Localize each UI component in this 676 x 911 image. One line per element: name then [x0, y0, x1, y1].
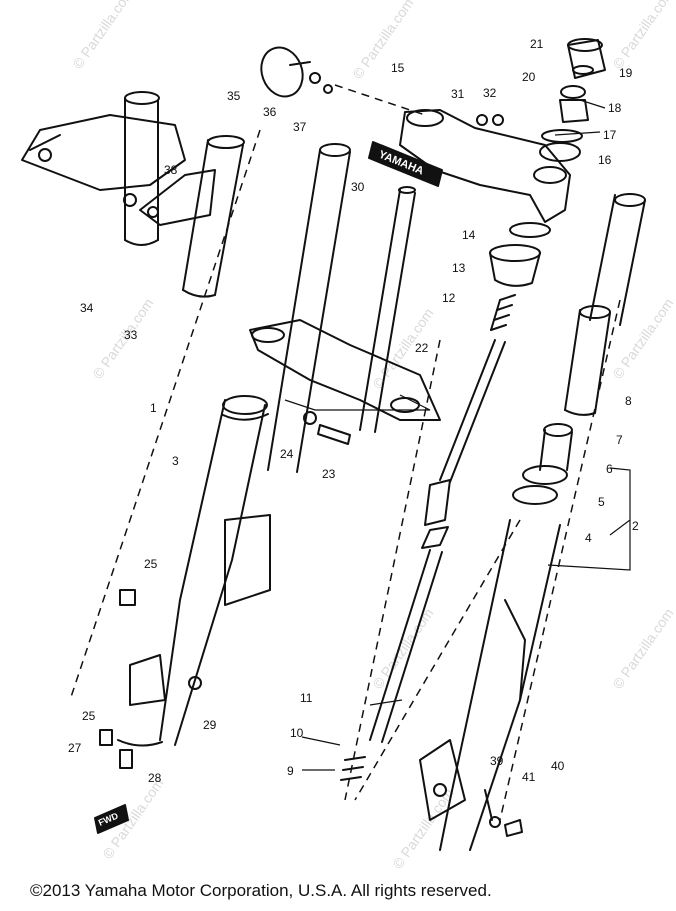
callout-2: 2	[632, 519, 639, 533]
watermark: © Partzilla.com	[609, 0, 676, 72]
steering-parts-stack	[539, 38, 606, 162]
callout-35: 35	[227, 89, 241, 103]
callout-25: 25	[144, 557, 158, 571]
hardware-bolts	[99, 411, 523, 837]
dust-seal-right	[564, 305, 611, 416]
callout-27: 27	[68, 741, 82, 755]
copyright-notice: ©2013 Yamaha Motor Corporation, U.S.A. A…	[30, 881, 492, 900]
callout-22: 22	[415, 341, 429, 355]
callout-41: 41	[522, 770, 536, 784]
callout-30: 30	[351, 180, 365, 194]
fork-spring-upper	[490, 294, 516, 331]
reflector-cap	[260, 46, 333, 98]
callout-23: 23	[322, 467, 336, 481]
callout-31: 31	[451, 87, 465, 101]
headlight-stay-right	[139, 135, 245, 298]
leader-lines	[284, 99, 631, 771]
callout-3: 3	[172, 454, 179, 468]
outer-tube-right	[419, 423, 573, 851]
watermark: © Partzilla.com	[609, 605, 676, 691]
damper-rod	[369, 339, 506, 743]
callout-32: 32	[483, 86, 497, 100]
watermark: © Partzilla.com	[89, 295, 156, 381]
callout-15: 15	[391, 61, 405, 75]
callout-34: 34	[80, 301, 94, 315]
callout-36: 36	[263, 105, 277, 119]
callout-7: 7	[616, 433, 623, 447]
headlight-stay-left	[21, 91, 186, 246]
callout-8: 8	[625, 394, 632, 408]
callout-38: 38	[164, 163, 178, 177]
callout-17: 17	[603, 128, 617, 142]
fork-spring-lower	[340, 756, 366, 781]
callout-40: 40	[551, 759, 565, 773]
watermark: © Partzilla.com	[389, 785, 456, 871]
outer-tube-left	[117, 395, 271, 747]
watermark: © Partzilla.com	[69, 0, 136, 72]
callout-12: 12	[442, 291, 456, 305]
callout-13: 13	[452, 261, 466, 275]
callout-16: 16	[598, 153, 612, 167]
callout-14: 14	[462, 228, 476, 242]
callout-25-lower: 25	[82, 709, 96, 723]
callout-9: 9	[287, 764, 294, 778]
inner-tube-right	[589, 193, 646, 326]
alignment-lines	[69, 84, 621, 821]
callout-24: 24	[280, 447, 294, 461]
callout-39: 39	[490, 754, 504, 768]
watermark: © Partzilla.com	[349, 0, 416, 82]
steering-stem	[249, 186, 441, 433]
callout-5: 5	[598, 495, 605, 509]
callout-1: 1	[150, 401, 157, 415]
watermarks: © Partzilla.com © Partzilla.com © Partzi…	[69, 0, 676, 872]
callout-37: 37	[293, 120, 307, 134]
callout-33: 33	[124, 328, 138, 342]
fwd-indicator: FWD	[94, 804, 129, 834]
watermark: © Partzilla.com	[609, 295, 676, 381]
callout-6: 6	[606, 462, 613, 476]
callout-29: 29	[203, 718, 217, 732]
steering-bearings	[489, 222, 551, 287]
callout-21: 21	[530, 37, 544, 51]
callout-18: 18	[608, 101, 622, 115]
callout-10: 10	[290, 726, 304, 740]
callout-19: 19	[619, 66, 633, 80]
callout-11: 11	[300, 691, 313, 705]
callout-28: 28	[148, 771, 162, 785]
callout-20: 20	[522, 70, 536, 84]
callout-labels: 1 2 3 4 5 6 7 8 9 10 11 12 13 14 15 16 1…	[68, 37, 639, 785]
callout-4: 4	[585, 531, 592, 545]
inner-tube-left	[267, 143, 351, 473]
